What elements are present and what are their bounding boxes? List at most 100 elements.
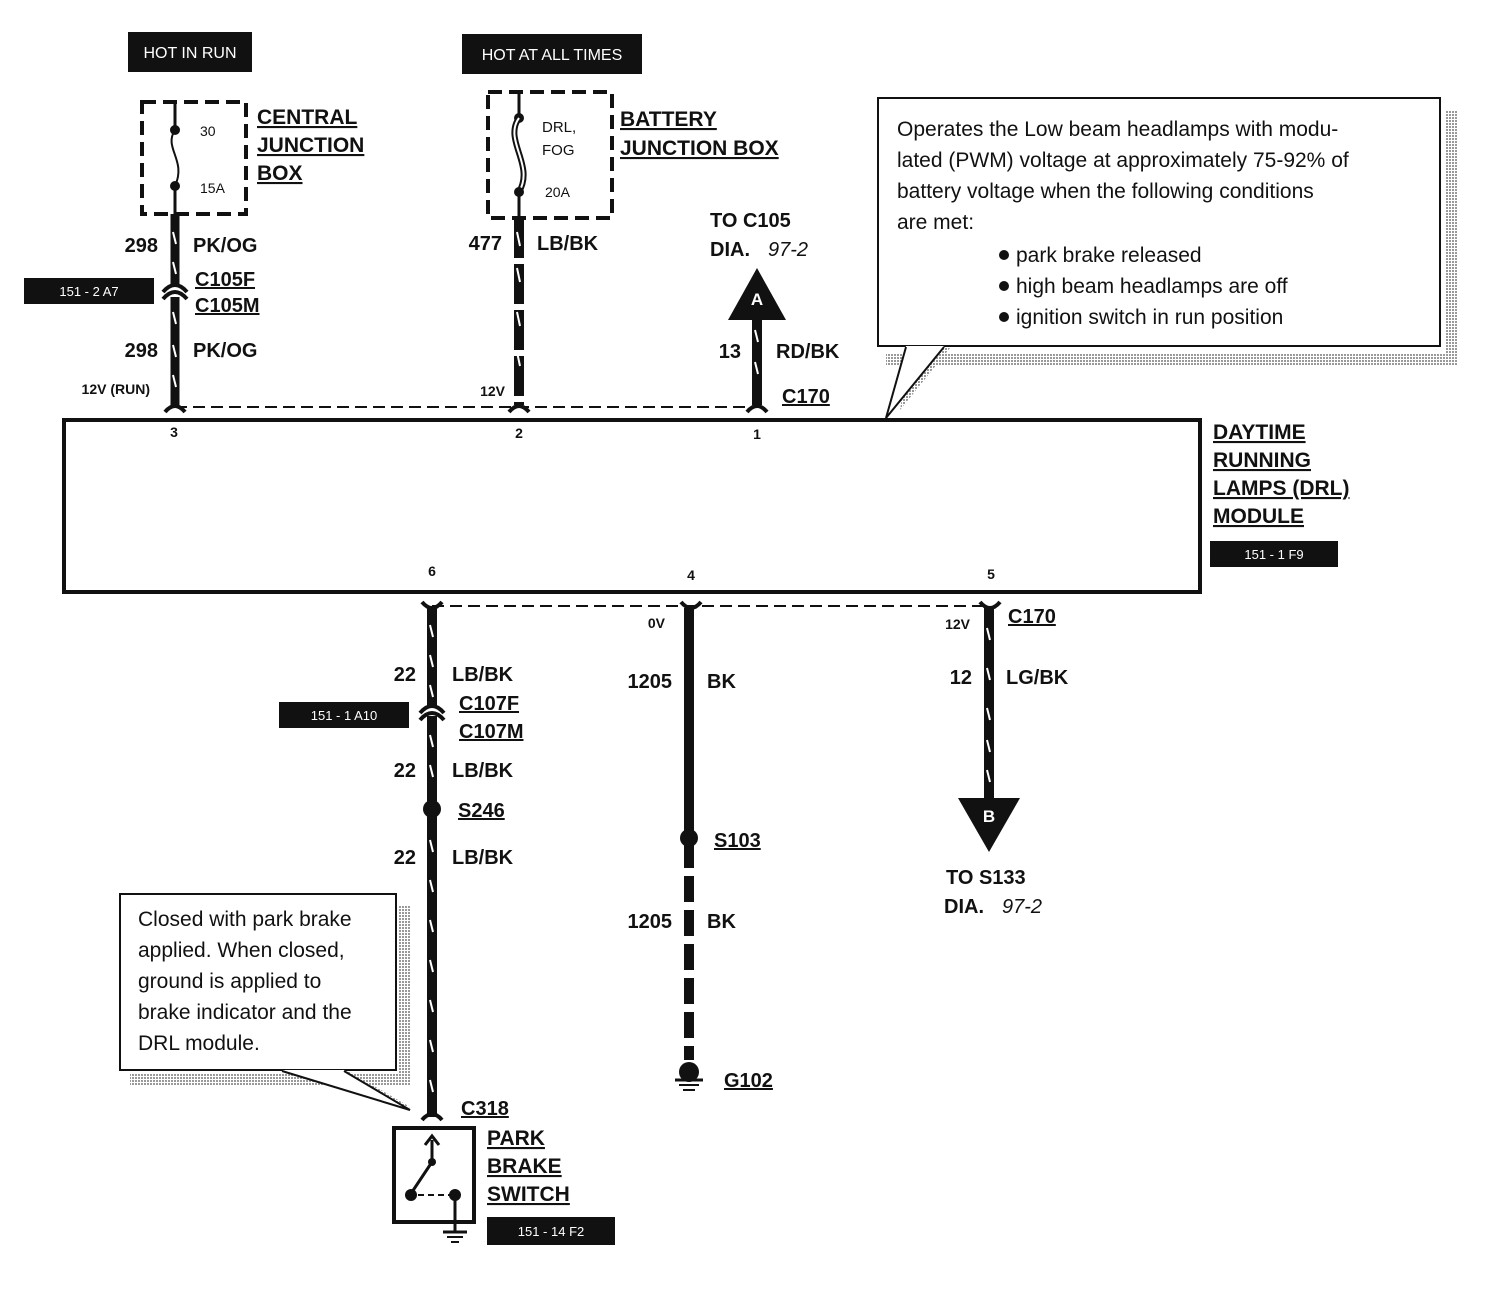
fuse-rating: 15A (200, 180, 226, 196)
svg-text:A: A (751, 290, 763, 309)
cjb-title-1: CENTRAL (257, 106, 357, 129)
arrow-a-dia-value: 97-2 (768, 239, 808, 261)
pin-3: 3 (170, 424, 178, 440)
drl-note-line-1: Operates the Low beam headlamps with mod… (897, 118, 1338, 141)
module-title-3: LAMPS (DRL) (1213, 477, 1349, 500)
wire-22 (423, 608, 441, 1117)
connector-c105m: C105M (195, 295, 259, 317)
fuse-label-2: FOG (542, 142, 575, 159)
park-note-line-2: applied. When closed, (138, 939, 345, 962)
ref-module: 151 - 1 F9 (1210, 541, 1338, 567)
arrow-a: A (728, 268, 786, 320)
drl-condition-2: high beam headlamps are off (1016, 275, 1288, 298)
fuse-number: 30 (200, 123, 216, 139)
pin-2: 2 (515, 425, 523, 441)
circuit-477-number: 477 (469, 233, 502, 255)
ref-c107: 151 - 1 A10 (279, 702, 409, 728)
circuit-22-color-b: LB/BK (452, 760, 514, 782)
hot-in-run-tag: HOT IN RUN (128, 32, 252, 72)
voltage-pin2: 12V (480, 383, 506, 399)
wire-13 (752, 318, 762, 405)
splice-s246-label: S246 (458, 800, 505, 822)
arrow-a-dia-label: DIA. (710, 239, 750, 261)
arrow-b-dia-value: 97-2 (1002, 896, 1042, 918)
bullet-icon (999, 312, 1009, 322)
park-note-line-1: Closed with park brake (138, 908, 352, 931)
connector-c170-top: C170 (782, 386, 830, 408)
voltage-pin5: 12V (945, 616, 971, 632)
park-brake-title-2: BRAKE (487, 1155, 562, 1178)
circuit-22-number-b: 22 (394, 760, 416, 782)
svg-text:151 - 1 F9: 151 - 1 F9 (1244, 547, 1303, 562)
splice-s103-dot (680, 829, 698, 847)
circuit-22-number-a: 22 (394, 664, 416, 686)
wire-1205 (680, 608, 698, 1060)
central-junction-box: 30 15A CENTRAL JUNCTION BOX (140, 100, 364, 216)
park-note-line-3: ground is applied to (138, 970, 321, 993)
cjb-title-3: BOX (257, 162, 303, 185)
circuit-1205-color-a: BK (707, 671, 736, 693)
circuit-22-number-c: 22 (394, 847, 416, 869)
voltage-pin3: 12V (RUN) (82, 381, 150, 397)
park-note-line-4: brake indicator and the (138, 1001, 352, 1024)
fuse-rating: 20A (545, 184, 571, 200)
ref-c105: 151 - 2 A7 (24, 278, 154, 304)
splice-s103-label: S103 (714, 830, 761, 852)
circuit-12-number: 12 (950, 667, 972, 689)
module-title-2: RUNNING (1213, 449, 1311, 472)
connector-c105 (161, 283, 189, 301)
circuit-13-number: 13 (719, 341, 741, 363)
bjb-title-1: BATTERY (620, 108, 717, 131)
voltage-pin4: 0V (648, 615, 666, 631)
wire-477 (514, 218, 524, 405)
drl-module: 3 2 1 6 4 5 (62, 418, 1202, 594)
pin-5: 5 (987, 566, 995, 582)
connector-c170-bottom: C170 (1008, 606, 1056, 628)
park-brake-title-3: SWITCH (487, 1183, 570, 1206)
connector-c107m: C107M (459, 721, 523, 743)
svg-text:151 - 14 F2: 151 - 14 F2 (518, 1224, 585, 1239)
pin-6: 6 (428, 563, 436, 579)
circuit-13-color: RD/BK (776, 341, 840, 363)
bullet-icon (999, 250, 1009, 260)
top-pin-forks (163, 404, 769, 414)
park-note-line-5: DRL module. (138, 1032, 260, 1055)
circuit-477-color: LB/BK (537, 233, 599, 255)
circuit-12-color: LG/BK (1006, 667, 1069, 689)
drl-note-line-4: are met: (897, 211, 974, 234)
ground-g102-label: G102 (724, 1070, 773, 1092)
c318-fork (420, 1112, 444, 1122)
circuit-22-color-c: LB/BK (452, 847, 514, 869)
module-title-1: DAYTIME (1213, 421, 1306, 444)
svg-text:B: B (983, 807, 995, 826)
circuit-22-color-a: LB/BK (452, 664, 514, 686)
drl-operation-callout: Operates the Low beam headlamps with mod… (877, 97, 1458, 419)
connector-c107f: C107F (459, 693, 519, 715)
drl-condition-3: ignition switch in run position (1016, 306, 1283, 329)
circuit-298-number-upper: 298 (125, 235, 158, 257)
ref-park-brake: 151 - 14 F2 (487, 1217, 615, 1245)
connector-c107 (418, 704, 446, 722)
pin-1: 1 (753, 426, 761, 442)
fuse-label-1: DRL, (542, 119, 576, 136)
wire-298 (170, 214, 180, 405)
arrow-b: B (958, 798, 1020, 852)
ground-g102-symbol (675, 1062, 703, 1091)
hot-at-all-times-tag: HOT AT ALL TIMES (462, 34, 642, 74)
circuit-298-color-lower: PK/OG (193, 340, 257, 362)
bjb-title-2: JUNCTION BOX (620, 137, 779, 160)
circuit-1205-number-a: 1205 (628, 671, 673, 693)
arrow-b-dia-label: DIA. (944, 896, 984, 918)
drl-condition-1: park brake released (1016, 244, 1202, 267)
bullet-icon (999, 281, 1009, 291)
svg-text:HOT IN RUN: HOT IN RUN (143, 45, 236, 62)
arrow-a-line1: TO C105 (710, 210, 791, 232)
wire-12 (984, 608, 994, 800)
cjb-title-2: JUNCTION (257, 134, 364, 157)
arrow-b-line1: TO S133 (946, 867, 1026, 889)
circuit-298-number-lower: 298 (125, 340, 158, 362)
drl-note-line-2: lated (PWM) voltage at approximately 75-… (897, 149, 1349, 172)
svg-text:151 - 2 A7: 151 - 2 A7 (59, 284, 118, 299)
circuit-298-color-upper: PK/OG (193, 235, 257, 257)
